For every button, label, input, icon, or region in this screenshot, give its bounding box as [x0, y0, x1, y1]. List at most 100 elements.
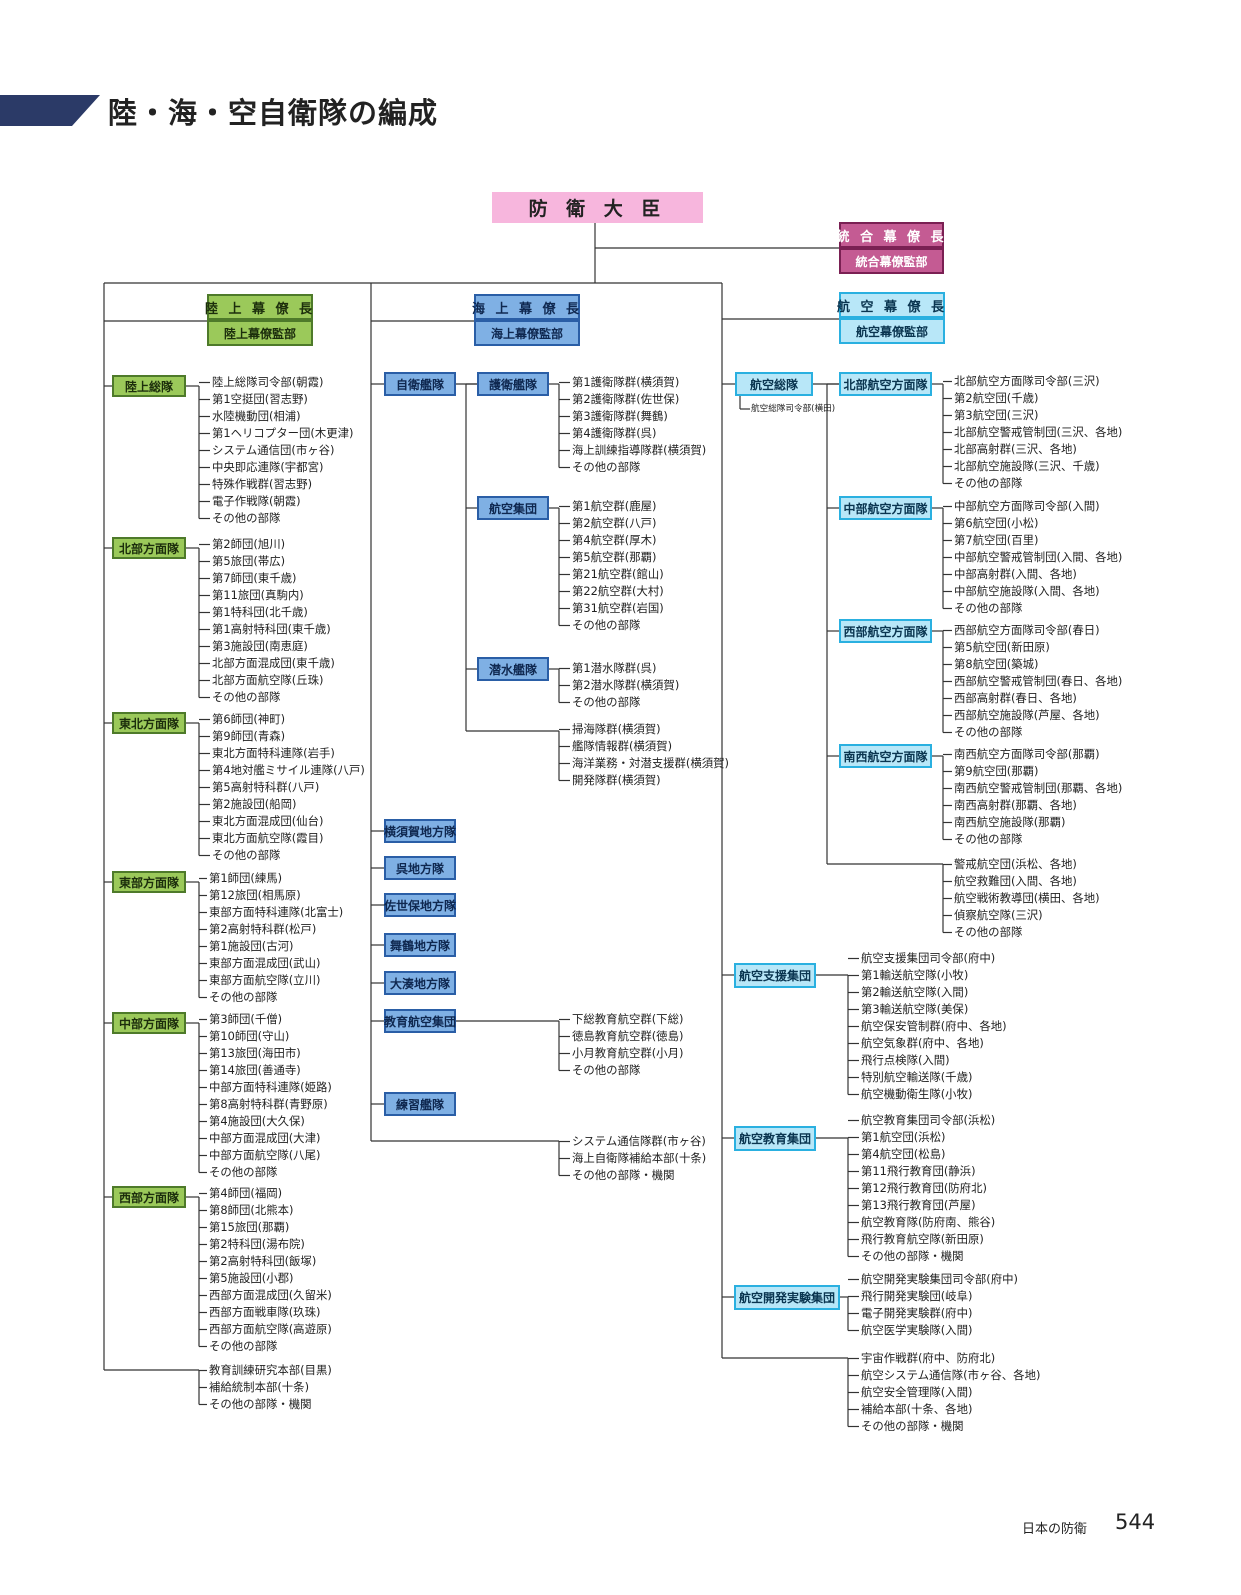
list-item: その他の部隊 [954, 725, 1023, 739]
list-item: 第2師団(旭川) [212, 537, 286, 551]
list-item: 第7師団(東千歳) [212, 571, 297, 585]
list-item: 第2特科団(湯布院) [209, 1237, 305, 1251]
list-item: 下総教育航空群(下総) [572, 1012, 684, 1026]
list-item: 第2潜水隊群(横須賀) [572, 678, 680, 692]
list-item: 第9師団(青森) [212, 729, 286, 743]
list-item: システム通信団(市ヶ谷) [212, 443, 335, 457]
list-item: 電子開発実験群(府中) [861, 1306, 973, 1320]
list-item: 第4地対艦ミサイル連隊(八戸) [212, 763, 365, 777]
asdf-chief-box: 航 空 幕 僚 長 [837, 292, 945, 318]
asdf-group-box: 航空教育集団 [734, 1126, 816, 1151]
asdf-group-list: 航空支援集団司令部(府中) 第1輸送航空隊(小牧) 第2輸送航空隊(入間) 第3輸送航… [861, 950, 1007, 1103]
list-item: 東北方面混成団(仙台) [212, 814, 324, 828]
list-item: 第3師団(千僧) [209, 1012, 283, 1026]
asdf-command-direct-list: 警戒航空団(浜松、各地)航空救難団(入間、各地)航空戦術教導団(横田、各地)偵察… [954, 856, 1100, 941]
msdf-training-box: 練習艦隊 [384, 1092, 456, 1116]
list-item: 中央即応連隊(宇都宮) [212, 460, 324, 474]
list-item: 第6師団(神町) [212, 712, 286, 726]
gsdf-unit-list: 第1師団(練馬)第12旅団(相馬原)東部方面特科連隊(北富士)第2高射特科群(松… [209, 870, 343, 1006]
list-item: 西部方面航空隊(高遊原) [209, 1322, 332, 1336]
list-item: その他の部隊・機関 [209, 1397, 312, 1411]
list-item: 陸上総隊司令部(朝霞) [212, 375, 324, 389]
list-item: 第4師団(福岡) [209, 1186, 283, 1200]
list-item: その他の部隊・機関 [572, 1168, 675, 1182]
list-item: 北部航空施設隊(三沢、千歳) [954, 459, 1100, 473]
asdf-force-box: 北部航空方面隊 [839, 372, 932, 396]
gsdf-unit-list: 陸上総隊司令部(朝霞)第1空挺団(習志野)水陸機動団(相浦)第1ヘリコプター団(… [212, 374, 353, 527]
list-item: 電子作戦隊(朝霞) [212, 494, 301, 508]
list-item: 徳島教育航空群(徳島) [572, 1029, 684, 1043]
list-item: 中部方面航空隊(八尾) [209, 1148, 321, 1162]
list-item: 第2航空団(千歳) [954, 391, 1039, 405]
list-item: 第3輸送航空隊(美保) [861, 1002, 969, 1016]
list-item: 宇宙作戦群(府中、防府北) [861, 1351, 996, 1365]
list-item: 南西航空施設隊(那覇) [954, 815, 1066, 829]
list-item: 第13旅団(海田市) [209, 1046, 301, 1060]
list-item: 航空支援集団司令部(府中) [861, 951, 996, 965]
list-item: 航空気象群(府中、各地) [861, 1036, 984, 1050]
gsdf-unit-list: 第4師団(福岡)第8師団(北熊本)第15旅団(那覇)第2特科団(湯布院)第2高射… [209, 1185, 332, 1355]
msdf-district-box: 佐世保地方隊 [384, 893, 456, 917]
list-item: 第1輸送航空隊(小牧) [861, 968, 969, 982]
list-item: 第1航空群(鹿屋) [572, 499, 657, 513]
list-item: 第5旅団(帯広) [212, 554, 286, 568]
list-item: 第5航空団(新田原) [954, 640, 1050, 654]
list-item: 教育訓練研究本部(目黒) [209, 1363, 332, 1377]
list-item: 航空救難団(入間、各地) [954, 874, 1077, 888]
msdf-district-box: 舞鶴地方隊 [384, 933, 456, 957]
msdf-fleet-unit-list: 第1潜水隊群(呉)第2潜水隊群(横須賀)その他の部隊 [572, 660, 679, 711]
list-item: システム通信隊群(市ヶ谷) [572, 1134, 706, 1148]
msdf-fleet-unit-box: 護衛艦隊 [477, 372, 549, 396]
asdf-others-list: 宇宙作戦群(府中、防府北)航空システム通信隊(市ヶ谷、各地)航空安全管理隊(入間… [861, 1350, 1040, 1435]
msdf-fleet-unit-box: 航空集団 [477, 496, 549, 520]
list-item: 航空医学実験隊(入間) [861, 1323, 973, 1337]
list-item: 中部方面混成団(大津) [209, 1131, 321, 1145]
gsdf-unit-list: 第3師団(千僧)第10師団(守山)第13旅団(海田市)第14旅団(善通寺)中部方… [209, 1011, 332, 1181]
gsdf-chief-box: 陸 上 幕 僚 長 [205, 294, 313, 320]
asdf-command-hq: 航空総隊司令部(横田) [751, 401, 835, 418]
list-item: 海上訓練指導隊群(横須賀) [572, 443, 707, 457]
msdf-education-box: 教育航空集団 [384, 1009, 456, 1033]
list-item: 第1ヘリコプター団(木更津) [212, 426, 354, 440]
gsdf-unit-box: 西部方面隊 [112, 1186, 186, 1208]
list-item: 第14旅団(善通寺) [209, 1063, 301, 1077]
msdf-district-box: 大湊地方隊 [384, 971, 456, 995]
list-item: その他の部隊 [209, 990, 278, 1004]
list-item: 第2高射特科群(松戸) [209, 922, 317, 936]
list-item: 東北方面特科連隊(岩手) [212, 746, 335, 760]
gsdf-unit-box: 陸上総隊 [112, 375, 186, 397]
list-item: 第21航空群(館山) [572, 567, 664, 581]
list-item: 第12飛行教育団(防府北) [861, 1181, 987, 1195]
asdf-group-box: 航空支援集団 [734, 963, 816, 988]
msdf-chief-box: 海 上 幕 僚 長 [472, 294, 580, 320]
joint-staff-box: 統合幕僚監部 [839, 248, 944, 274]
gsdf-unit-box: 東北方面隊 [112, 712, 186, 734]
asdf-group-list: 航空開発実験集団司令部(府中)飛行開発実験団(岐阜)電子開発実験群(府中)航空医… [861, 1271, 1018, 1339]
asdf-force-list: 北部航空方面隊司令部(三沢)第2航空団(千歳)第3航空団(三沢)北部航空警戒管制… [954, 373, 1122, 492]
list-item: 小月教育航空群(小月) [572, 1046, 684, 1060]
asdf-group-list: 航空教育集団司令部(浜松)第1航空団(浜松)第4航空団(松島)第11飛行教育団(… [861, 1112, 995, 1265]
gsdf-unit-list: 第6師団(神町) 第9師団(青森) 東北方面特科連隊(岩手) 第4地対艦ミサイル連隊(… [212, 711, 365, 864]
list-item: その他の部隊 [954, 476, 1023, 490]
list-item: 第4航空団(松島) [861, 1147, 946, 1161]
list-item: その他の部隊 [954, 925, 1023, 939]
list-item: 中部航空警戒管制団(入間、各地) [954, 550, 1123, 564]
list-item: 第2高射特科団(飯塚) [209, 1254, 317, 1268]
list-item: 中部航空方面隊司令部(入間) [954, 499, 1100, 513]
list-item: 第9航空団(那覇) [954, 764, 1039, 778]
list-item: 西部方面戦車隊(玖珠) [209, 1305, 321, 1319]
msdf-district-box: 横須賀地方隊 [384, 819, 456, 843]
list-item: 第5施設団(小郡) [209, 1271, 294, 1285]
list-item: その他の部隊 [954, 832, 1023, 846]
list-item: 海洋業務・対潜支援群(横須賀) [572, 756, 729, 770]
page-title: 陸・海・空自衛隊の編成 [108, 96, 439, 130]
list-item: その他の部隊 [572, 460, 641, 474]
list-item: 飛行教育航空隊(新田原) [861, 1232, 984, 1246]
asdf-staff-box: 航空幕僚監部 [839, 318, 945, 344]
list-item: 警戒航空団(浜松、各地) [954, 857, 1077, 871]
list-item: 第1潜水隊群(呉) [572, 661, 657, 675]
list-item: 第7航空団(百里) [954, 533, 1039, 547]
list-item: 第2輸送航空隊(入間) [861, 985, 969, 999]
asdf-force-box: 西部航空方面隊 [839, 619, 932, 643]
list-item: その他の部隊 [212, 848, 281, 862]
